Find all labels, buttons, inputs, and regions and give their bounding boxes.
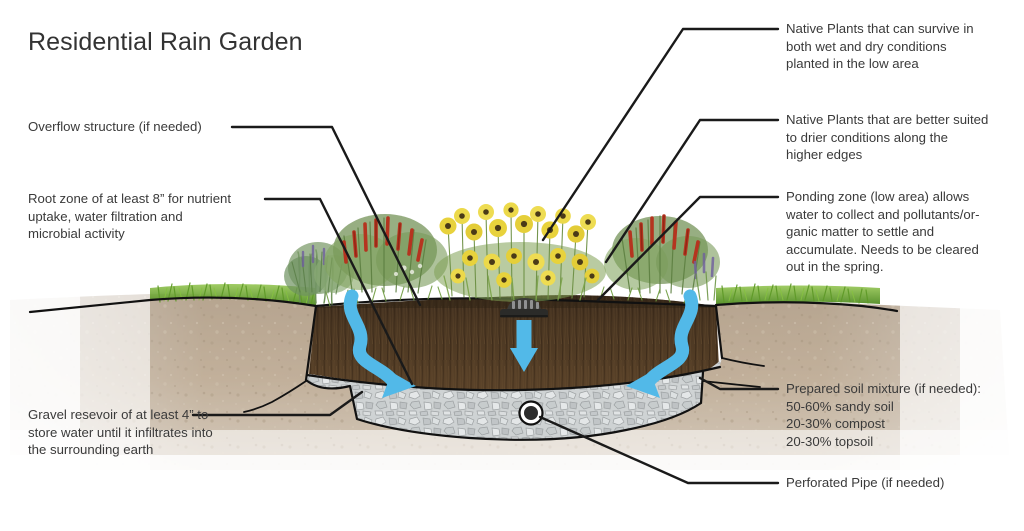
label-line: both wet and dry conditions bbox=[786, 38, 947, 54]
label-line: Perforated Pipe (if needed) bbox=[786, 475, 945, 490]
label-line: Native Plants that are better suited bbox=[786, 112, 989, 127]
label-native-plants-wet-dry: Native Plants that can survive in both w… bbox=[786, 20, 1012, 73]
label-overflow-structure: Overflow structure (if needed) bbox=[28, 118, 238, 136]
label-prepared-soil-mixture: Prepared soil mixture (if needed): 50-60… bbox=[786, 380, 1012, 450]
plants-right-edge bbox=[604, 214, 720, 301]
label-line: Gravel resevoir of at least 4” to bbox=[28, 407, 209, 422]
label-line: 50-60% sandy soil bbox=[786, 398, 894, 414]
label-line: 20-30% topsoil bbox=[786, 433, 874, 449]
label-ponding-zone: Ponding zone (low area) allows water to … bbox=[786, 188, 1012, 276]
label-line: Root zone of at least 8” for nutrient bbox=[28, 191, 232, 206]
perforated-pipe bbox=[518, 400, 544, 426]
label-perforated-pipe: Perforated Pipe (if needed) bbox=[786, 474, 1012, 492]
page-title: Residential Rain Garden bbox=[28, 28, 303, 56]
label-line: uptake, water filtration and bbox=[28, 208, 183, 224]
label-line: accumulate. Needs to be cleared bbox=[786, 241, 979, 257]
label-line: 20-30% compost bbox=[786, 416, 885, 432]
label-line: out in the spring. bbox=[786, 259, 884, 275]
label-line: Prepared soil mixture (if needed): bbox=[786, 381, 981, 396]
overflow-structure bbox=[500, 298, 548, 318]
label-line: microbial activity bbox=[28, 226, 125, 242]
label-line: Native Plants that can survive in bbox=[786, 21, 974, 36]
plants-yellow-coneflowers bbox=[434, 202, 606, 302]
label-line: the surrounding earth bbox=[28, 442, 154, 458]
label-line: store water until it infiltrates into bbox=[28, 424, 213, 440]
label-line: higher edges bbox=[786, 147, 863, 163]
label-line: to drier conditions along the bbox=[786, 129, 949, 145]
earth-edge-fade bbox=[0, 285, 1024, 531]
label-gravel-reservoir: Gravel resevoir of at least 4” to store … bbox=[28, 406, 283, 459]
label-line: Overflow structure (if needed) bbox=[28, 119, 202, 134]
label-line: water to collect and pollutants/or- bbox=[786, 206, 980, 222]
label-line: Ponding zone (low area) allows bbox=[786, 189, 970, 204]
label-root-zone: Root zone of at least 8” for nutrient up… bbox=[28, 190, 278, 243]
label-line: ganic matter to settle and bbox=[786, 224, 935, 240]
label-line: planted in the low area bbox=[786, 56, 919, 72]
plants-red-spikes-left bbox=[324, 214, 448, 294]
label-native-plants-drier: Native Plants that are better suited to … bbox=[786, 111, 1016, 164]
